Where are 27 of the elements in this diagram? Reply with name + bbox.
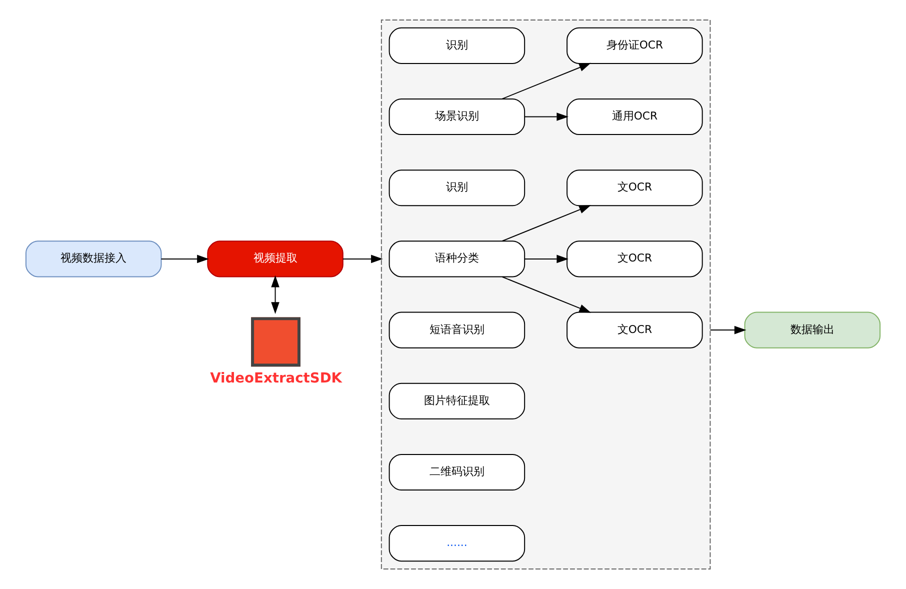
node-box: 身份证OCR <box>566 27 703 64</box>
arrow <box>271 275 280 314</box>
node-box: 场景识别 <box>388 98 526 136</box>
node-box: 二维码识别 <box>388 454 526 490</box>
node-box: 识别 <box>388 27 526 64</box>
node-label: VideoExtractSDK <box>210 370 342 387</box>
node-box: 视频提取 <box>207 240 344 278</box>
node-box: 文OCR <box>566 240 703 278</box>
node-box: ...... <box>388 525 526 562</box>
arrow <box>524 254 569 264</box>
node-box: 识别 <box>388 170 526 206</box>
node-box: 短语音识别 <box>388 312 526 348</box>
arrow <box>502 62 592 100</box>
arrow <box>160 254 209 264</box>
arrow <box>502 205 592 242</box>
node-box: 文OCR <box>566 312 703 348</box>
arrow <box>524 112 569 121</box>
node-box: 视频数据接入 <box>25 240 162 278</box>
cluster <box>380 20 711 570</box>
node-box: 语种分类 <box>388 240 526 278</box>
node-box: 通用OCR <box>566 98 703 136</box>
arrow <box>342 254 383 264</box>
node-box: 图片特征提取 <box>388 382 526 420</box>
arrow <box>710 326 746 334</box>
node-box: 文OCR <box>566 170 703 206</box>
node-box: 数据输出 <box>744 312 881 348</box>
arrow <box>502 276 592 313</box>
